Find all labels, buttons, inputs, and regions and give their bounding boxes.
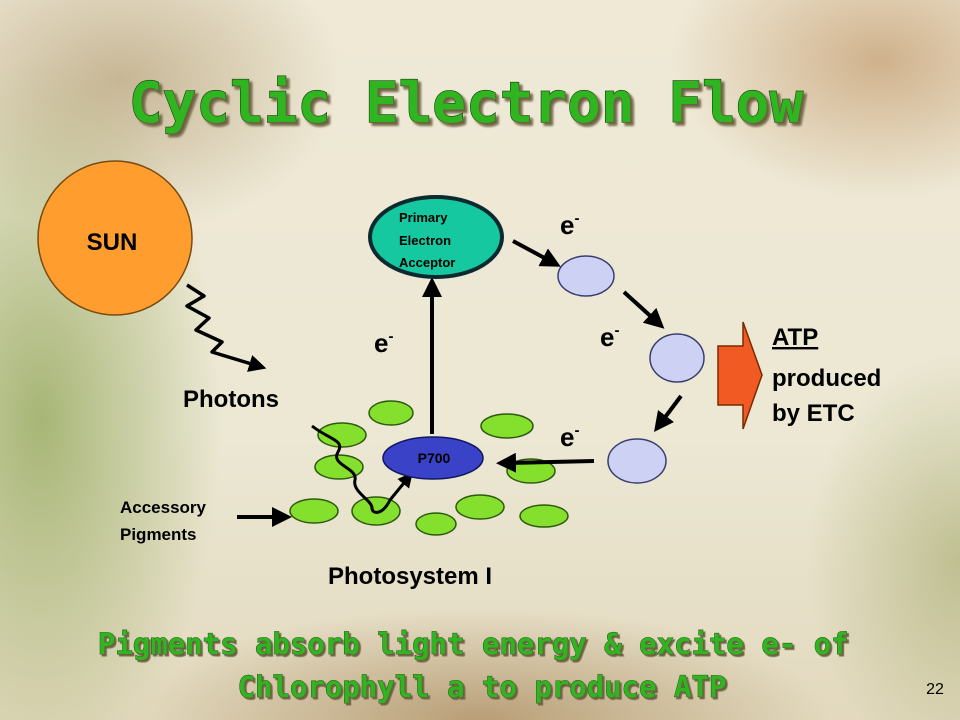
- atp-production-arrow: [717, 321, 763, 430]
- page-title: Cyclic Electron Flow: [129, 71, 804, 136]
- pigment-molecule: [317, 422, 367, 448]
- etc-carrier-1: [557, 255, 615, 297]
- etc-carrier-2: [649, 333, 705, 383]
- photon-wave-arrow: [185, 283, 267, 372]
- etc-arrow-3: [654, 394, 683, 432]
- photons-label: Photons: [183, 386, 279, 413]
- etc-arrow-2: [622, 290, 665, 329]
- accessory-pigments-label: Accessory Pigments: [120, 498, 211, 544]
- atp-label: ATP: [772, 324, 818, 351]
- primary-acceptor-label: Primary Electron Acceptor: [399, 210, 455, 270]
- pigment-molecule: [368, 400, 414, 426]
- sun-icon: [37, 160, 193, 316]
- pigment-molecule: [455, 494, 505, 520]
- caption: Pigments absorb light energy & excite e-…: [98, 627, 866, 704]
- sun-label: SUN: [87, 229, 138, 256]
- etc-carrier-3: [607, 438, 667, 484]
- pigment-molecule: [415, 512, 457, 536]
- electron-label-middle: e-: [600, 322, 619, 352]
- pigment-molecule: [519, 504, 569, 528]
- pigment-molecule: [289, 498, 339, 524]
- slide-number: 22: [926, 681, 944, 698]
- p700-label: P700: [418, 450, 451, 466]
- etc-arrow-1: [512, 239, 561, 267]
- electron-label-top: e-: [560, 210, 579, 240]
- pigment-molecule: [480, 413, 534, 439]
- p700-reaction-center: [382, 436, 484, 480]
- primary-electron-acceptor: [368, 195, 504, 279]
- atp-by-etc-label: by ETC: [772, 400, 855, 427]
- etc-arrow-return: [496, 452, 595, 473]
- photosystem-label: Photosystem I: [328, 563, 492, 590]
- energy-transfer-path: [311, 424, 413, 514]
- electron-label-rise: e-: [374, 328, 393, 358]
- atp-produced-label: produced: [772, 365, 881, 392]
- electron-label-bottom: e-: [560, 422, 579, 452]
